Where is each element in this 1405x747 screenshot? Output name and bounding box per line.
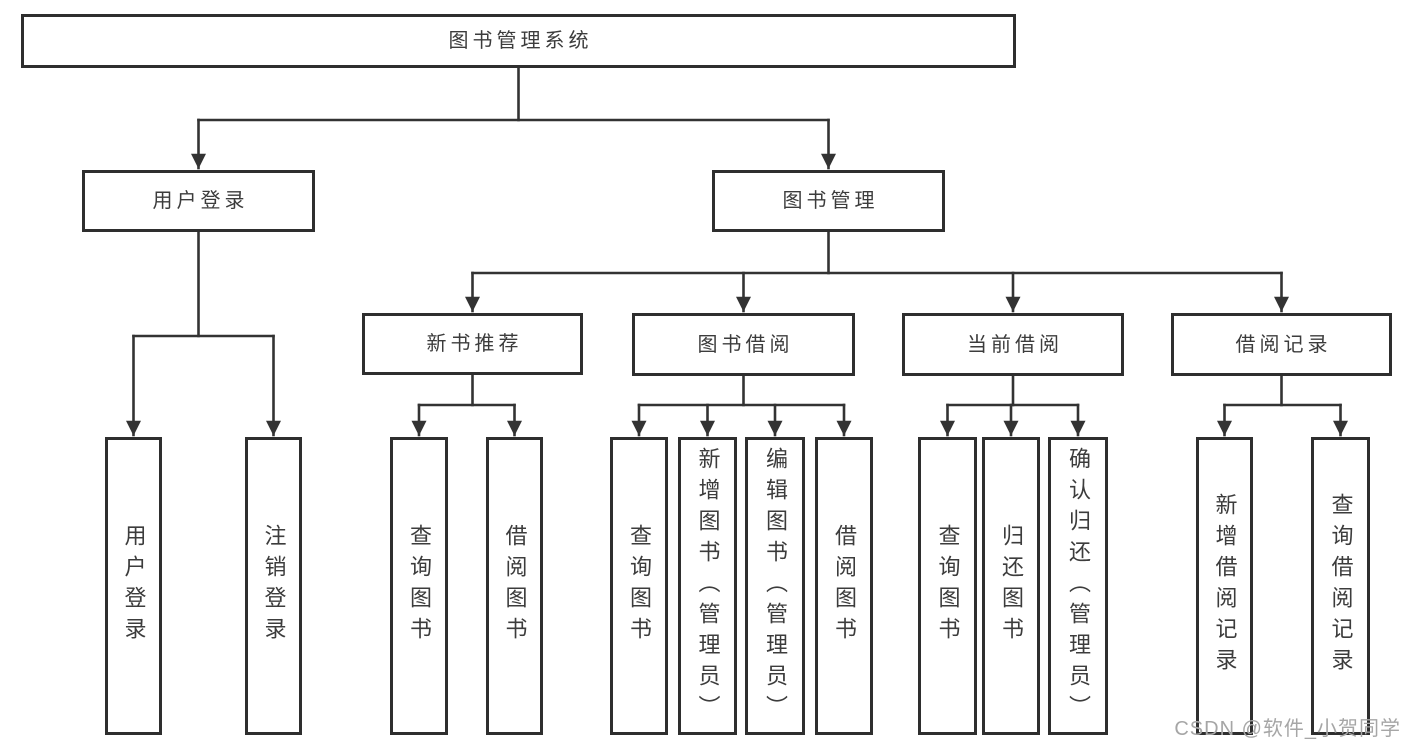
node-current-borrow: 当前借阅 — [902, 313, 1124, 376]
node-leaf-borrow-add-book: 新增图书（管理员） — [678, 437, 737, 735]
node-book-borrow: 图书借阅 — [632, 313, 855, 376]
edges-book-management-children — [465, 230, 1289, 313]
node-leaf-logout: 注销登录 — [245, 437, 302, 735]
node-leaf-record-query-record: 查询借阅记录 — [1311, 437, 1370, 735]
node-book-management: 图书管理 — [712, 170, 945, 232]
node-leaf-current-confirm-return: 确认归还（管理员） — [1048, 437, 1108, 735]
node-borrow-record: 借阅记录 — [1171, 313, 1392, 376]
node-user-login: 用户登录 — [82, 170, 315, 232]
node-leaf-current-query-book: 查询图书 — [918, 437, 977, 735]
edges-borrow-record-children — [1217, 374, 1348, 437]
node-leaf-borrow-query-book: 查询图书 — [610, 437, 668, 735]
edges-user-login-children — [126, 230, 281, 437]
edges-root-to-level2 — [191, 66, 836, 170]
node-leaf-recommend-query-book: 查询图书 — [390, 437, 448, 735]
node-leaf-record-add-record: 新增借阅记录 — [1196, 437, 1253, 735]
node-leaf-borrow-edit-book: 编辑图书（管理员） — [745, 437, 805, 735]
node-new-book-recommend: 新书推荐 — [362, 313, 583, 375]
node-leaf-recommend-borrow-book: 借阅图书 — [486, 437, 543, 735]
edges-current-borrow-children — [940, 374, 1086, 437]
node-root: 图书管理系统 — [21, 14, 1016, 68]
watermark: CSDN @软件_小贺同学 — [1174, 718, 1401, 740]
node-leaf-borrow-borrow-book: 借阅图书 — [815, 437, 873, 735]
edges-new-book-recommend-children — [411, 373, 522, 437]
node-leaf-user-login: 用户登录 — [105, 437, 162, 735]
edges-book-borrow-children — [631, 374, 852, 437]
node-leaf-current-return-book: 归还图书 — [982, 437, 1040, 735]
